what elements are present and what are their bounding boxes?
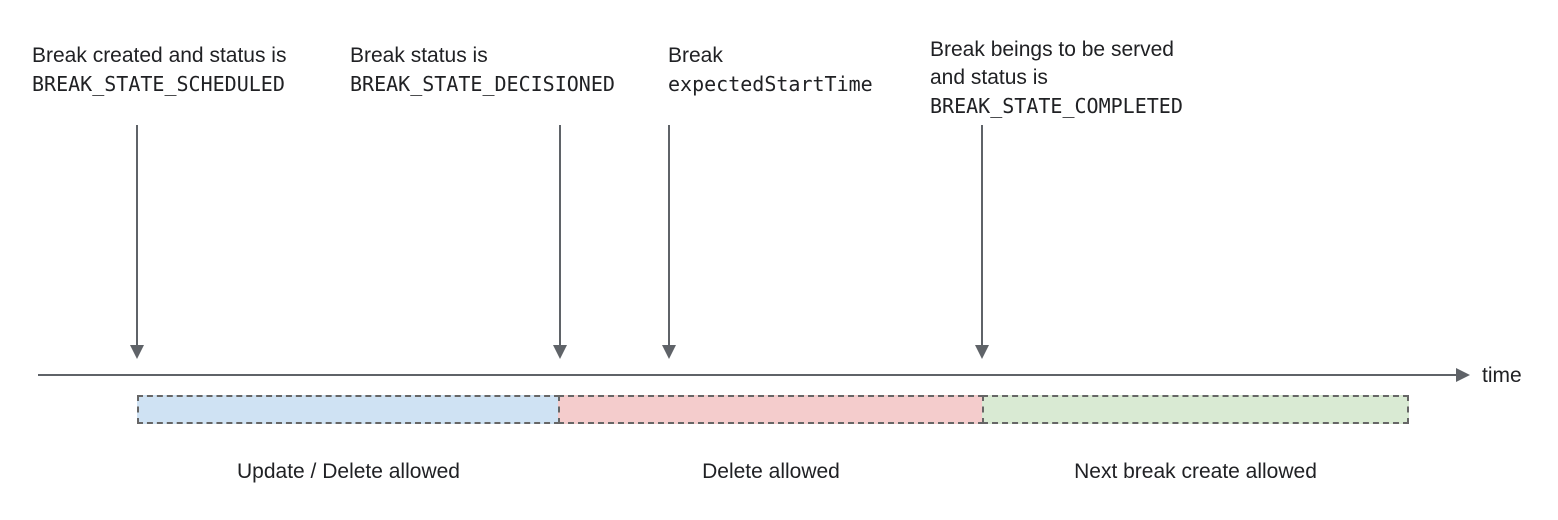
segment-update-delete-allowed (137, 395, 560, 424)
annotation-break-completed: Break beings to be served and status is … (930, 36, 1183, 120)
time-axis-line (38, 374, 1456, 376)
down-arrow-icon (553, 125, 567, 359)
annotation-code: BREAK_STATE_COMPLETED (930, 94, 1183, 118)
time-axis-arrow-head-icon (1456, 368, 1470, 382)
segment-delete-allowed (558, 395, 984, 424)
arrow-head-icon (662, 345, 676, 359)
annotation-break-scheduled: Break created and status is BREAK_STATE_… (32, 42, 286, 98)
annotation-code: expectedStartTime (668, 72, 873, 96)
annotation-text: Break created and status is (32, 44, 287, 67)
annotation-text: Break status is (350, 44, 488, 67)
annotation-text: Break beings to be served (930, 38, 1174, 61)
arrow-shaft (668, 125, 670, 345)
arrow-head-icon (553, 345, 567, 359)
annotation-break-decisioned: Break status is BREAK_STATE_DECISIONED (350, 42, 615, 98)
segment-caption: Update / Delete allowed (237, 460, 460, 483)
arrow-head-icon (975, 345, 989, 359)
down-arrow-icon (975, 125, 989, 359)
annotation-text: and status is (930, 66, 1048, 89)
annotation-text: Break (668, 44, 723, 67)
arrow-shaft (136, 125, 138, 345)
down-arrow-icon (130, 125, 144, 359)
segment-caption: Next break create allowed (1074, 460, 1317, 483)
arrow-shaft (559, 125, 561, 345)
annotation-code: BREAK_STATE_SCHEDULED (32, 72, 285, 96)
annotation-code: BREAK_STATE_DECISIONED (350, 72, 615, 96)
segment-caption: Delete allowed (702, 460, 840, 483)
arrow-head-icon (130, 345, 144, 359)
arrow-shaft (981, 125, 983, 345)
time-axis-label: time (1482, 364, 1522, 387)
down-arrow-icon (662, 125, 676, 359)
segment-next-break-create-allowed (982, 395, 1409, 424)
annotation-expected-start-time: Break expectedStartTime (668, 42, 873, 98)
